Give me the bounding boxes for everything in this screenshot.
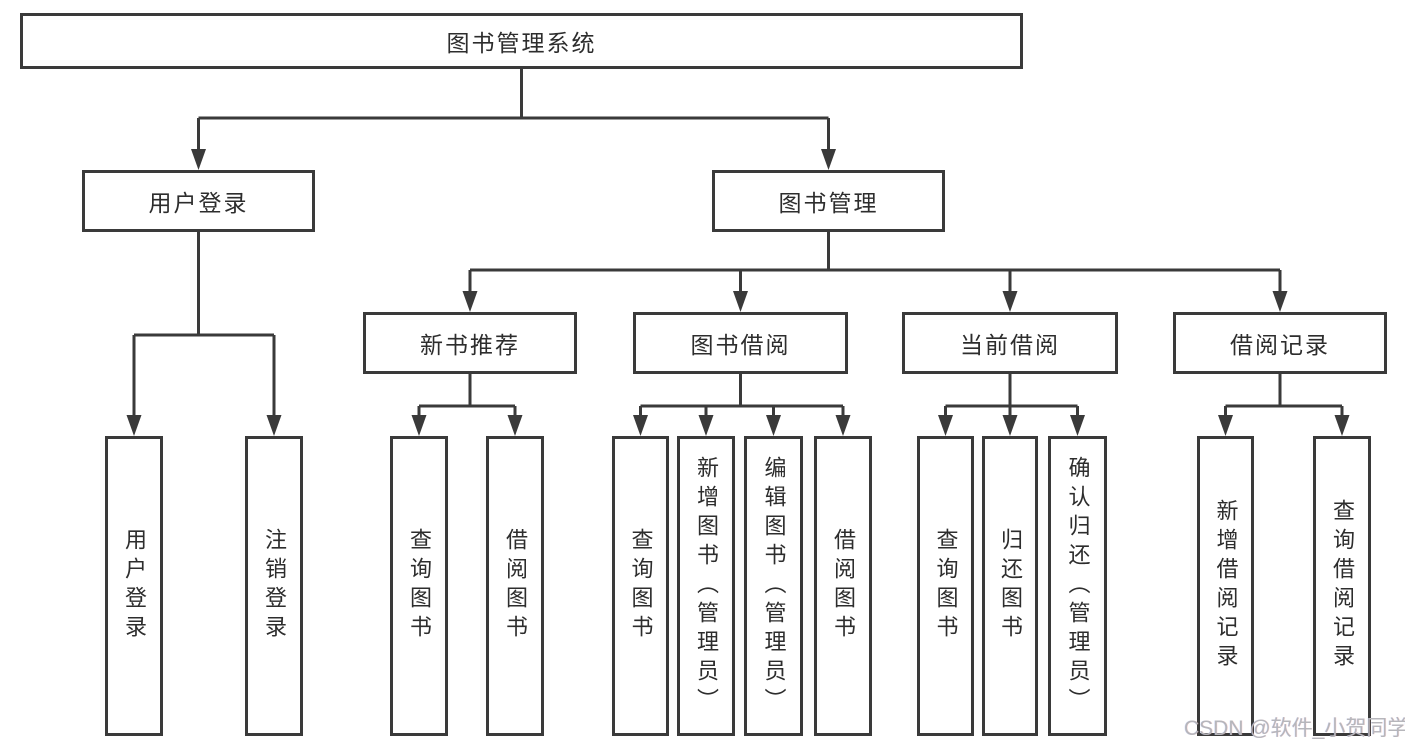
leaf-add-books-admin: 新增图书（管理员） (677, 436, 735, 736)
leaf-label: 查询图书 (933, 528, 959, 644)
node-user-login: 用户登录 (82, 170, 315, 232)
leaf-add-borrow-record: 新增借阅记录 (1197, 436, 1254, 736)
leaf-label: 查询图书 (628, 528, 654, 644)
leaf-query-borrow-record: 查询借阅记录 (1313, 436, 1371, 736)
leaf-user-login: 用户登录 (105, 436, 163, 736)
leaf-label: 确认归还（管理员） (1065, 455, 1091, 717)
leaf-return-books: 归还图书 (982, 436, 1038, 736)
csdn-watermark: CSDN @软件_小贺同学 (1184, 717, 1405, 740)
leaf-label: 归还图书 (998, 528, 1023, 644)
leaf-label: 新增图书（管理员） (694, 455, 719, 717)
node-label: 当前借阅 (960, 332, 1060, 358)
node-label: 新书推荐 (420, 332, 520, 358)
node-label: 用户登录 (148, 190, 249, 216)
leaf-borrow-query-books: 查询图书 (612, 436, 669, 736)
node-label: 图书管理系统 (446, 30, 597, 56)
node-current-borrowing: 当前借阅 (902, 312, 1118, 374)
node-label: 图书借阅 (690, 332, 791, 358)
leaf-label: 新增借阅记录 (1213, 499, 1239, 673)
leaf-label: 查询图书 (407, 528, 432, 644)
leaf-label: 借阅图书 (503, 528, 528, 644)
node-borrowing-records: 借阅记录 (1173, 312, 1387, 374)
node-book-borrowing: 图书借阅 (633, 312, 848, 374)
leaf-label: 编辑图书（管理员） (761, 455, 787, 717)
leaf-recommend-query-books: 查询图书 (390, 436, 448, 736)
leaf-current-query-books: 查询图书 (917, 436, 974, 736)
node-new-book-recommendation: 新书推荐 (363, 312, 577, 374)
leaf-label: 用户登录 (122, 528, 147, 644)
node-label: 借阅记录 (1230, 332, 1330, 358)
node-label: 图书管理 (778, 190, 879, 216)
leaf-confirm-return-admin: 确认归还（管理员） (1048, 436, 1107, 736)
leaf-label: 查询借阅记录 (1330, 499, 1355, 673)
leaf-recommend-borrow-books: 借阅图书 (486, 436, 544, 736)
leaf-borrow-books: 借阅图书 (814, 436, 872, 736)
leaf-label: 注销登录 (262, 528, 287, 644)
node-library-management-system: 图书管理系统 (20, 13, 1023, 69)
leaf-edit-books-admin: 编辑图书（管理员） (744, 436, 803, 736)
leaf-label: 借阅图书 (831, 528, 856, 644)
leaf-logout: 注销登录 (245, 436, 303, 736)
node-book-management: 图书管理 (712, 170, 945, 232)
